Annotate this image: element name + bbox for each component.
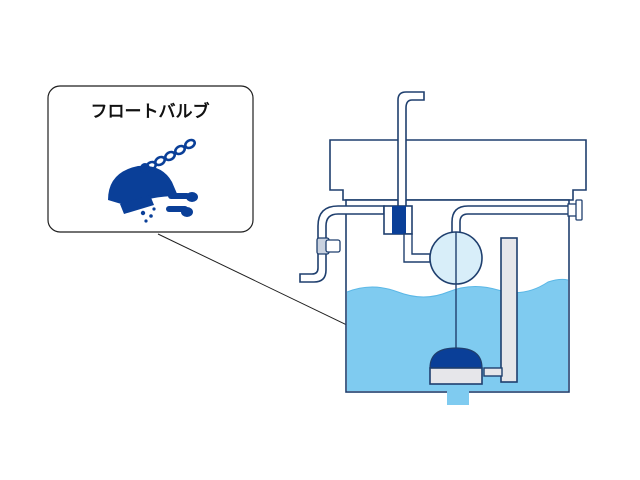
- supply-pipe-left: [299, 205, 385, 283]
- supply-valve-knob: [316, 237, 341, 255]
- tank-water-surface: [346, 278, 569, 298]
- overflow-tube-arm: [483, 367, 503, 377]
- callout-title: フロートバルブ: [91, 101, 210, 122]
- float-valve-callout: フロートバルブ: [47, 85, 254, 233]
- outlet-pipe: [447, 385, 469, 405]
- tank-float-valve: [429, 347, 483, 385]
- tank-lid: [329, 139, 587, 201]
- float-valve-icon: [108, 163, 198, 223]
- overflow-tube: [500, 237, 518, 383]
- ball-tap-valve: [383, 205, 431, 263]
- right-connector: [567, 199, 583, 221]
- refill-tube: [397, 91, 425, 209]
- callout-frame: [47, 85, 254, 233]
